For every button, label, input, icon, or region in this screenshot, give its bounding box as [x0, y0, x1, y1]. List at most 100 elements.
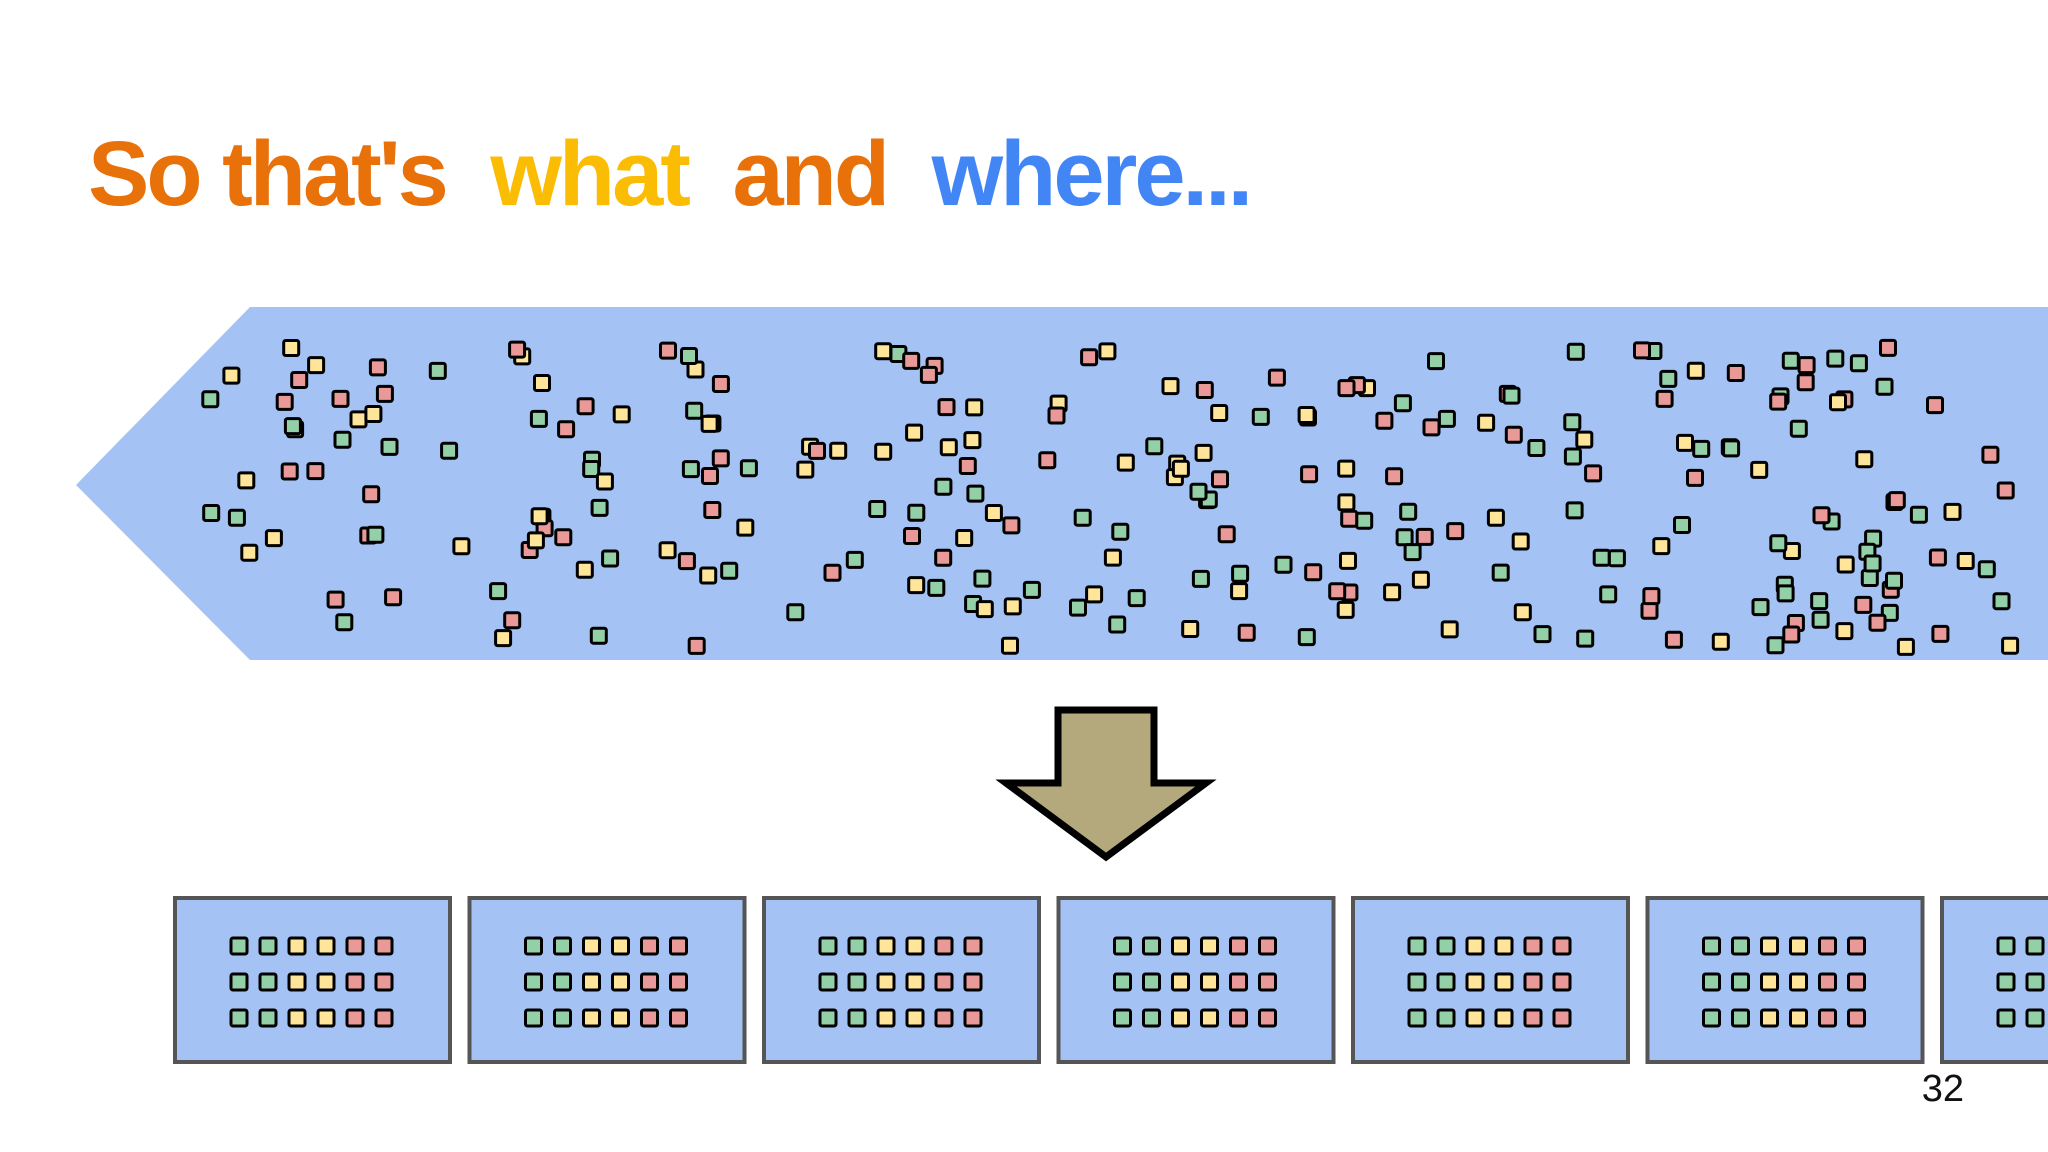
box-item-yellow: [316, 972, 336, 992]
stream-item-green-item: [1592, 548, 1611, 567]
stream-item-pink-item: [1217, 525, 1236, 544]
stream-item-pink-item: [1304, 563, 1323, 582]
stream-item-yellow-item: [1513, 603, 1532, 622]
stream-item-pink-item: [1415, 527, 1434, 546]
box-item-pink: [1258, 1008, 1277, 1028]
box-item-pink: [1523, 1008, 1543, 1028]
box-item-yellow: [287, 1008, 307, 1028]
stream-item-pink-item: [1328, 582, 1347, 601]
stream-item-yellow-item: [307, 356, 326, 375]
stream-item-yellow-item: [658, 541, 677, 560]
box-item-yellow: [1494, 936, 1514, 956]
stream-item-yellow-item: [1210, 404, 1229, 422]
stream-item-pink-item: [368, 358, 387, 377]
stream-item-yellow-item: [975, 600, 994, 619]
stream-item-green-item: [335, 613, 354, 632]
stream-item-green-item: [1810, 592, 1829, 611]
stream-item-yellow-item: [874, 442, 893, 461]
box-item-green: [1702, 972, 1721, 992]
stream-item-yellow-item: [1001, 636, 1019, 655]
stream-item-green-item: [1566, 342, 1585, 361]
stream-item-pink-item: [290, 371, 309, 389]
stream-item-green-item: [1022, 580, 1041, 599]
stream-item-green-item: [1722, 439, 1741, 458]
stream-item-green-item: [1145, 437, 1164, 456]
stream-item-green-item: [1599, 585, 1618, 604]
box-item-green: [258, 936, 278, 956]
partition-box: [1056, 896, 1336, 1064]
title-part-and: and: [732, 123, 891, 225]
box-item-green: [2025, 972, 2045, 992]
stream-item-yellow-item: [2001, 636, 2020, 655]
box-item-yellow: [582, 972, 601, 992]
title-part-where: where...: [931, 123, 1254, 225]
stream-item-green-item: [1527, 439, 1546, 457]
stream-item-pink-item: [1812, 506, 1831, 525]
stream-item-green-item: [681, 460, 700, 479]
box-item-green: [229, 1008, 249, 1028]
box-item-yellow: [316, 1008, 336, 1028]
stream-item-green-item: [1355, 511, 1374, 530]
stream-item-green-item: [1751, 598, 1770, 617]
box-item-green: [229, 972, 249, 992]
stream-item-green-item: [1563, 413, 1582, 432]
stream-item-yellow-item: [1171, 459, 1190, 478]
box-item-green: [1142, 936, 1161, 956]
stream-item-pink-item: [711, 449, 730, 468]
partition-box-frame: [762, 896, 1041, 1064]
stream-item-pink-item: [503, 611, 522, 630]
box-item-pink: [1847, 936, 1866, 956]
box-item-pink: [1258, 972, 1277, 992]
stream-item-green-item: [202, 504, 221, 522]
partition-box-frame: [1056, 896, 1336, 1064]
stream-item-pink-item: [823, 563, 842, 582]
stream-item-green-item: [1875, 377, 1894, 396]
stream-item-pink-item: [1080, 348, 1099, 367]
box-item-green: [1407, 936, 1427, 956]
stream-item-pink-item: [576, 397, 595, 416]
box-item-green: [258, 1008, 278, 1028]
stream-item-green-item: [380, 437, 399, 456]
stream-item-pink-item: [1797, 356, 1816, 375]
stream-item-green-item: [1393, 394, 1412, 413]
stream-item-yellow-item: [1336, 600, 1355, 619]
stream-item-yellow-item: [874, 342, 893, 361]
stream-item-yellow-item: [1943, 502, 1962, 521]
stream-item-pink-item: [1868, 613, 1887, 632]
stream-item-yellow-item: [1411, 570, 1430, 589]
box-item-green: [553, 936, 572, 956]
stream-item-pink-item: [1195, 381, 1214, 399]
stream-item-pink-item: [687, 636, 706, 655]
box-item-yellow: [1465, 1008, 1485, 1028]
box-item-pink: [669, 936, 688, 956]
stream-item-yellow-item: [1339, 551, 1357, 570]
stream-item-yellow-item: [796, 460, 815, 479]
stream-item-green-item: [973, 569, 992, 588]
stream-item-pink-item: [1211, 470, 1229, 489]
box-item-pink: [1818, 972, 1837, 992]
stream-item-yellow-item: [364, 405, 383, 423]
box-item-green: [258, 972, 278, 992]
box-item-green: [1436, 972, 1456, 992]
stream-item-pink-item: [1796, 373, 1815, 392]
stream-item-pink-item: [937, 398, 956, 417]
stream-item-yellow-item: [1511, 532, 1530, 551]
box-item-pink: [963, 936, 983, 956]
stream-item-yellow-item: [222, 366, 241, 385]
stream-item-green-item: [1274, 555, 1293, 574]
box-item-green: [847, 936, 867, 956]
stream-item-yellow-item: [1230, 582, 1249, 601]
stream-item-pink-item: [362, 485, 381, 504]
stream-item-pink-item: [1422, 418, 1441, 437]
box-item-yellow: [1494, 972, 1514, 992]
stream-item-yellow-item: [965, 398, 984, 417]
stream-item-yellow-item: [1855, 450, 1874, 469]
stream-item-pink-item: [1981, 445, 2000, 464]
stream-item-green-item: [1659, 369, 1678, 388]
box-item-yellow: [287, 936, 307, 956]
stream-item-green-item: [1533, 625, 1552, 644]
stream-item-yellow-item: [1896, 637, 1915, 656]
stream-item-green-item: [333, 430, 352, 449]
stream-item-yellow-item: [736, 518, 755, 537]
stream-item-green-item: [907, 503, 926, 522]
